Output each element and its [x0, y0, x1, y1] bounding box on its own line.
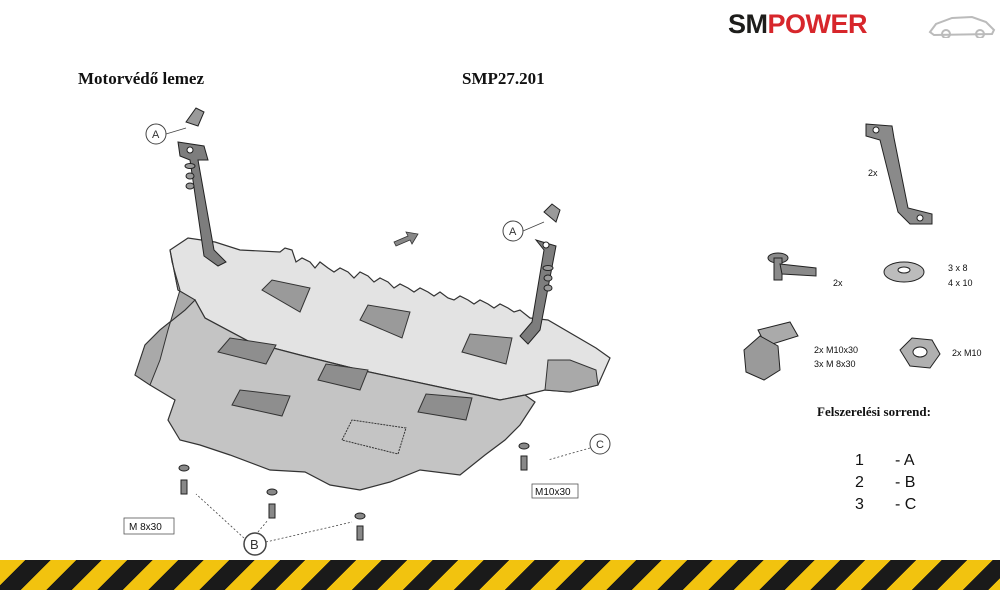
callout-c-circle [589, 433, 611, 455]
page-title: Motorvédő lemez [78, 69, 205, 88]
vent-slots-upper [261, 279, 513, 365]
part-code: SMP27.201 [462, 69, 545, 88]
assembly-order-title: Felszerelési sorrend: [817, 404, 931, 419]
order-step-group: - B [895, 474, 916, 491]
part-bracket-drawing [865, 123, 933, 225]
callout-c: C [596, 439, 604, 451]
part-clip-drawing [767, 252, 817, 281]
m10-label-box [531, 483, 579, 499]
top-fasteners [184, 107, 561, 292]
skid-plate-right-flank [544, 359, 599, 393]
part-bolt-drawing [743, 321, 799, 381]
part-washer-drawing [883, 261, 925, 283]
order-step-group: - A [895, 452, 915, 469]
order-step-number: 3 [855, 496, 864, 513]
callout-a-right: A [509, 226, 517, 238]
part-nut-spec: 2x M10 [952, 348, 982, 358]
callout-b: B [250, 537, 259, 552]
skid-plate-left-flank [134, 249, 196, 386]
hazard-stripe-footer [0, 560, 1000, 590]
m8-label-box [123, 517, 175, 535]
assembly-order-list: 1 - A 2 - B 3 - C [855, 452, 935, 514]
direction-arrow-icon [393, 231, 419, 247]
part-bolt-spec-1: 2x M10x30 [814, 345, 858, 355]
callout-b-circle [243, 532, 267, 556]
brand-logo: SMPOWER [728, 8, 998, 40]
part-bracket-qty: 2x [868, 168, 878, 178]
vent-slots-lower [217, 337, 473, 421]
order-step-2: 2 - B [855, 474, 935, 492]
part-washer-spec-2: 4 x 10 [948, 278, 973, 288]
logo-sm-text: SM [728, 9, 768, 39]
bottom-bolts [178, 442, 530, 541]
left-bracket [177, 141, 227, 267]
order-step-number: 2 [855, 474, 864, 491]
logo-power-text: POWER [767, 9, 868, 39]
callout-b-leaders [195, 493, 353, 543]
part-clip-qty: 2x [833, 278, 843, 288]
part-washer-spec-1: 3 x 8 [948, 263, 968, 273]
order-step-group: - C [895, 496, 917, 513]
part-nut-drawing [899, 337, 941, 369]
order-step-3: 3 - C [855, 496, 935, 514]
m10-label: M10x30 [535, 487, 571, 498]
center-cutout [341, 419, 407, 455]
order-step-1: 1 - A [855, 452, 935, 470]
part-bolt-spec-2: 3x M 8x30 [814, 359, 856, 369]
order-step-number: 1 [855, 452, 864, 469]
callout-a-left: A [152, 129, 160, 141]
car-silhouette-icon [928, 15, 996, 38]
m8-label: M 8x30 [129, 522, 162, 533]
